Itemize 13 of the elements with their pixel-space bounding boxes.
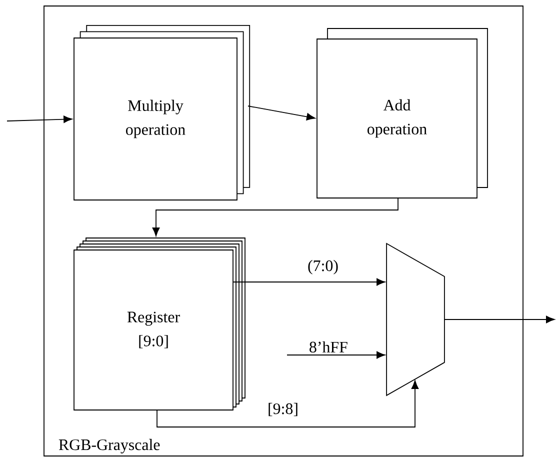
edge-label: [9:8] [266, 402, 300, 418]
edge-label: (7:0) [306, 258, 340, 276]
arrow [444, 316, 555, 324]
stacked-block: Add operation [316, 28, 488, 198]
arrow [233, 278, 386, 286]
arrow [248, 106, 316, 120]
arrow [156, 380, 419, 428]
arrow [152, 198, 398, 236]
arrow [6, 116, 72, 123]
stacked-block: Register [9:0] [74, 238, 246, 410]
arrow [286, 351, 386, 359]
stacked-block: Multiply operation [74, 24, 250, 200]
signal-label: 8’hFF [310, 341, 348, 353]
